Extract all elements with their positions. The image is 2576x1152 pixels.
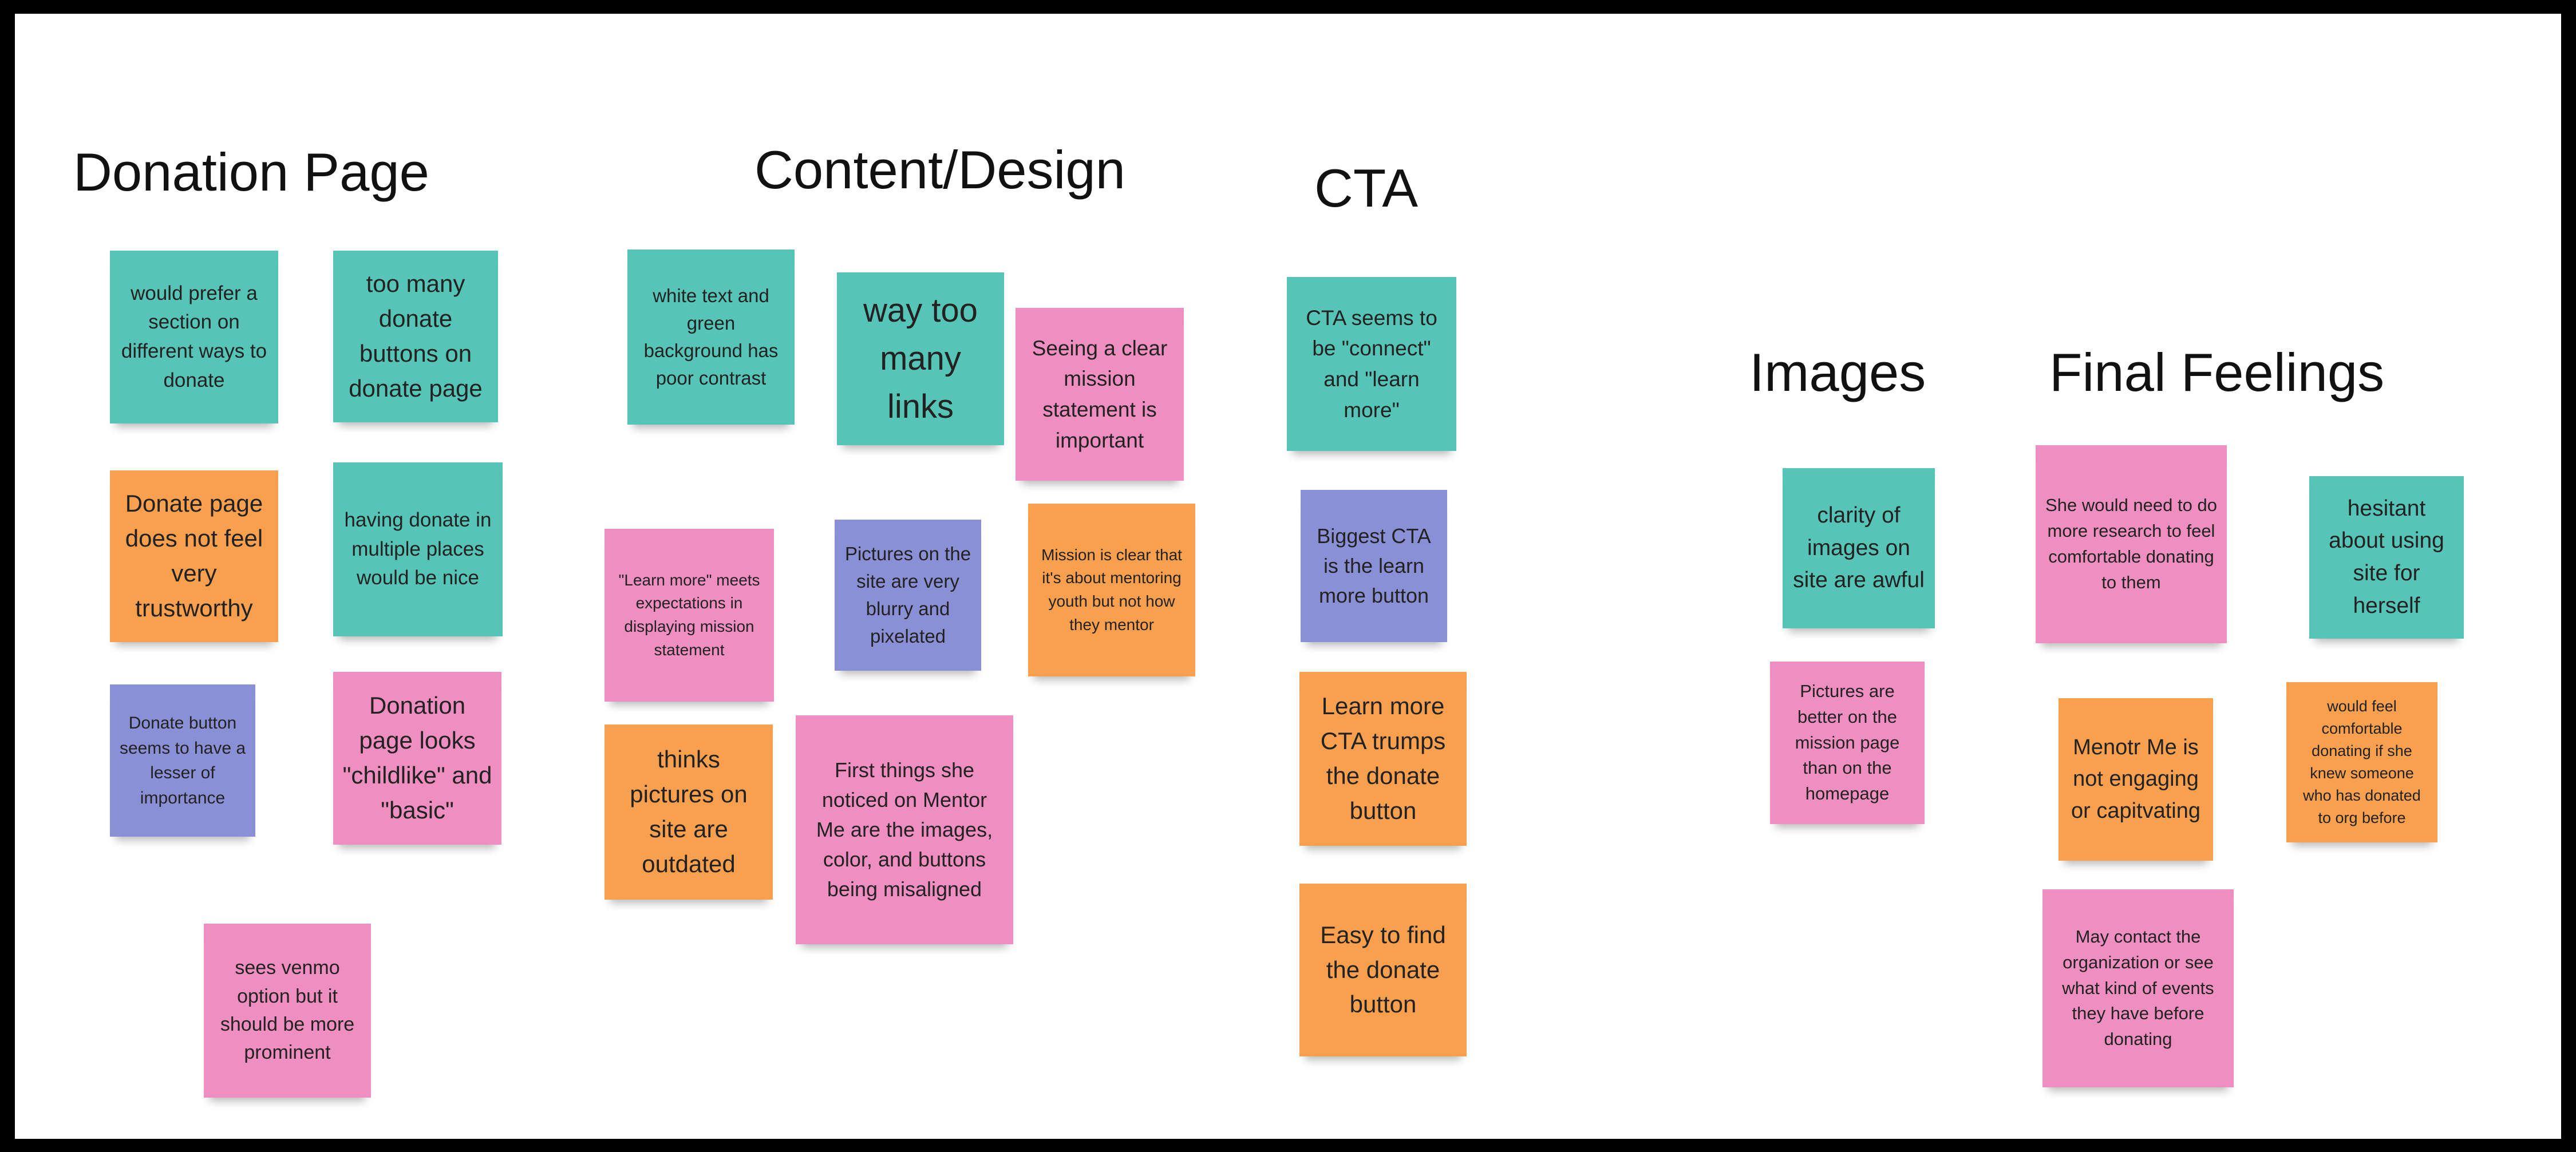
sticky-note[interactable]: white text and green background has poor… (627, 250, 795, 425)
sticky-note[interactable]: Donation page looks "childlike" and "bas… (333, 672, 501, 845)
sticky-note-text: May contact the organization or see what… (2062, 926, 2214, 1050)
sticky-note[interactable]: hesitant about using site for herself (2309, 476, 2464, 639)
sticky-note[interactable]: Pictures on the site are very blurry and… (835, 520, 981, 671)
sticky-note-text: Pictures are better on the mission page … (1795, 680, 1900, 804)
sticky-note[interactable]: way too many links (837, 272, 1004, 445)
sticky-note-text: Biggest CTA is the learn more button (1317, 524, 1431, 608)
sticky-note-text: Easy to find the donate button (1320, 921, 1446, 1018)
sticky-note[interactable]: Menotr Me is not engaging or capitvating (2059, 698, 2213, 861)
sticky-note[interactable]: would prefer a section on different ways… (110, 251, 278, 423)
sticky-note[interactable]: "Learn more" meets expectations in displ… (605, 529, 774, 702)
sticky-note-text: Donate page does not feel very trustwort… (125, 490, 263, 621)
sticky-note-text: clarity of images on site are awful (1793, 503, 1925, 593)
heading-content-design: Content/Design (754, 140, 1125, 200)
sticky-note-text: Pictures on the site are very blurry and… (844, 543, 971, 647)
sticky-note-text: having donate in multiple places would b… (344, 508, 492, 589)
sticky-note[interactable]: thinks pictures on site are outdated (605, 725, 773, 900)
sticky-note-text: Donate button seems to have a lesser of … (119, 714, 246, 807)
sticky-note[interactable]: too many donate buttons on donate page (333, 251, 498, 422)
heading-donation-page: Donation Page (73, 142, 429, 202)
sticky-note-text: Learn more CTA trumps the donate button (1320, 692, 1446, 824)
heading-final-feelings: Final Feelings (2049, 342, 2385, 402)
sticky-note[interactable]: clarity of images on site are awful (1783, 468, 1935, 628)
sticky-note-text: sees venmo option but it should be more … (220, 957, 355, 1064)
sticky-note-text: First things she noticed on Mentor Me ar… (816, 758, 993, 901)
sticky-note[interactable]: Learn more CTA trumps the donate button (1299, 672, 1467, 846)
sticky-note-text: white text and green background has poor… (643, 285, 779, 389)
sticky-note[interactable]: Pictures are better on the mission page … (1770, 662, 1925, 824)
sticky-note-text: hesitant about using site for herself (2329, 496, 2444, 618)
sticky-note[interactable]: She would need to do more research to fe… (2036, 445, 2227, 643)
heading-cta: CTA (1314, 158, 1419, 218)
sticky-note-text: Mission is clear that it's about mentori… (1041, 545, 1182, 634)
heading-images: Images (1749, 342, 1926, 402)
sticky-note-text: Seeing a clear mission statement is impo… (1032, 336, 1168, 452)
sticky-note-text: She would need to do more research to fe… (2045, 495, 2217, 592)
sticky-note[interactable]: Seeing a clear mission statement is impo… (1016, 308, 1184, 481)
sticky-note[interactable]: Mission is clear that it's about mentori… (1028, 504, 1195, 676)
whiteboard-canvas: Donation Page Content/Design CTA Images … (15, 14, 2561, 1139)
sticky-note[interactable]: sees venmo option but it should be more … (204, 924, 371, 1098)
sticky-note-text: way too many links (863, 291, 978, 426)
sticky-note[interactable]: having donate in multiple places would b… (333, 462, 503, 636)
sticky-note[interactable]: First things she noticed on Mentor Me ar… (796, 715, 1013, 944)
sticky-note[interactable]: Donate button seems to have a lesser of … (110, 684, 255, 837)
sticky-note[interactable]: would feel comfortable donating if she k… (2286, 682, 2437, 842)
sticky-note[interactable]: CTA seems to be "connect" and "learn mor… (1287, 277, 1456, 451)
sticky-note-text: would prefer a section on different ways… (121, 282, 267, 391)
sticky-note-text: Donation page looks "childlike" and "bas… (342, 692, 492, 824)
sticky-note-text: CTA seems to be "connect" and "learn mor… (1306, 306, 1437, 422)
sticky-note-text: would feel comfortable donating if she k… (2303, 697, 2421, 827)
sticky-note-text: "Learn more" meets expectations in displ… (618, 571, 760, 659)
sticky-note-text: Menotr Me is not engaging or capitvating (2071, 735, 2200, 823)
sticky-note[interactable]: Donate page does not feel very trustwort… (110, 470, 278, 642)
sticky-note[interactable]: Biggest CTA is the learn more button (1301, 490, 1447, 642)
sticky-note-text: thinks pictures on site are outdated (630, 746, 748, 877)
sticky-note[interactable]: Easy to find the donate button (1299, 884, 1467, 1056)
sticky-note[interactable]: May contact the organization or see what… (2042, 889, 2234, 1087)
sticky-note-text: too many donate buttons on donate page (349, 270, 483, 402)
